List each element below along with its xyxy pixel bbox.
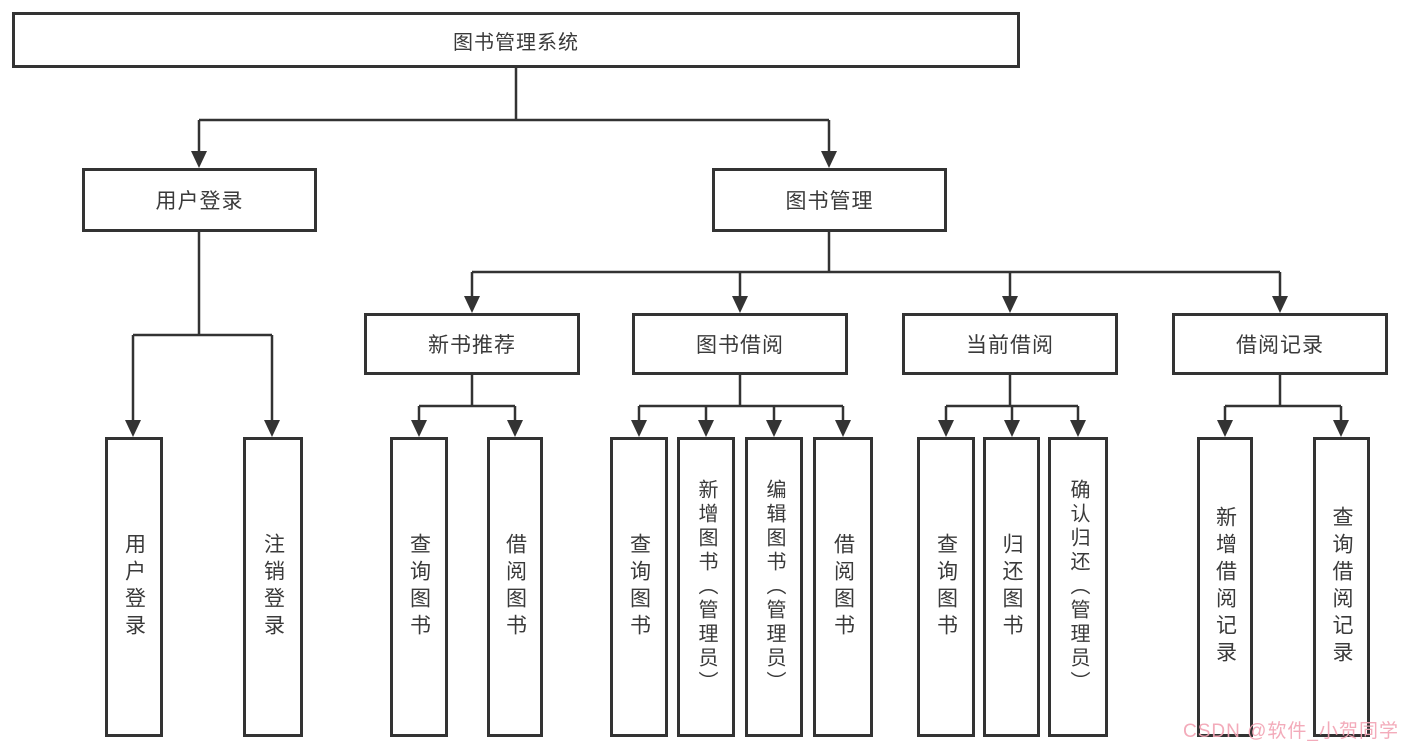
leaf-logout-label: 注销登录 <box>261 533 285 641</box>
csdn-watermark: CSDN @软件_小贺同学 <box>1183 721 1399 742</box>
leaf-query-book-3: 查询图书 <box>917 437 975 737</box>
leaf-add-book-admin-label: 新增图书（管理员） <box>695 479 717 695</box>
leaf-confirm-return-admin: 确认归还（管理员） <box>1048 437 1108 737</box>
leaf-query-book-1: 查询图书 <box>390 437 448 737</box>
leaf-query-book-3-label: 查询图书 <box>934 533 958 641</box>
leaf-return-book: 归还图书 <box>983 437 1040 737</box>
leaf-query-book-2-label: 查询图书 <box>627 533 651 641</box>
node-book-management: 图书管理 <box>712 168 947 232</box>
leaf-borrow-book-2-label: 借阅图书 <box>831 533 855 641</box>
node-current-borrow-label: 当前借阅 <box>966 334 1054 357</box>
leaf-edit-book-admin-label: 编辑图书（管理员） <box>763 479 785 695</box>
leaf-borrow-book-1-label: 借阅图书 <box>503 533 527 641</box>
node-borrow-record-label: 借阅记录 <box>1236 334 1324 357</box>
node-book-management-label: 图书管理 <box>785 190 874 213</box>
node-book-borrow-label: 图书借阅 <box>696 334 784 357</box>
leaf-add-book-admin: 新增图书（管理员） <box>677 437 735 737</box>
node-book-borrow: 图书借阅 <box>632 313 848 375</box>
leaf-query-borrow-record-label: 查询借阅记录 <box>1330 506 1353 668</box>
node-root-label: 图书管理系统 <box>453 31 579 54</box>
leaf-query-borrow-record: 查询借阅记录 <box>1313 437 1370 737</box>
node-root: 图书管理系统 <box>12 12 1020 68</box>
node-user-login: 用户登录 <box>82 168 317 232</box>
node-current-borrow: 当前借阅 <box>902 313 1118 375</box>
leaf-add-borrow-record-label: 新增借阅记录 <box>1213 506 1237 668</box>
node-user-login-label: 用户登录 <box>155 190 244 213</box>
leaf-add-borrow-record: 新增借阅记录 <box>1197 437 1253 737</box>
leaf-confirm-return-admin-label: 确认归还（管理员） <box>1067 479 1089 695</box>
leaf-user-login-label: 用户登录 <box>122 533 146 641</box>
arrowheads <box>125 151 1349 437</box>
leaf-borrow-book-1: 借阅图书 <box>487 437 543 737</box>
node-new-book-recommend: 新书推荐 <box>364 313 580 375</box>
node-new-book-recommend-label: 新书推荐 <box>428 334 516 357</box>
leaf-user-login: 用户登录 <box>105 437 163 737</box>
leaf-query-book-1-label: 查询图书 <box>407 533 431 641</box>
leaf-logout: 注销登录 <box>243 437 303 737</box>
leaf-edit-book-admin: 编辑图书（管理员） <box>745 437 803 737</box>
node-borrow-record: 借阅记录 <box>1172 313 1388 375</box>
leaf-return-book-label: 归还图书 <box>1000 533 1023 641</box>
leaf-borrow-book-2: 借阅图书 <box>813 437 873 737</box>
leaf-query-book-2: 查询图书 <box>610 437 668 737</box>
